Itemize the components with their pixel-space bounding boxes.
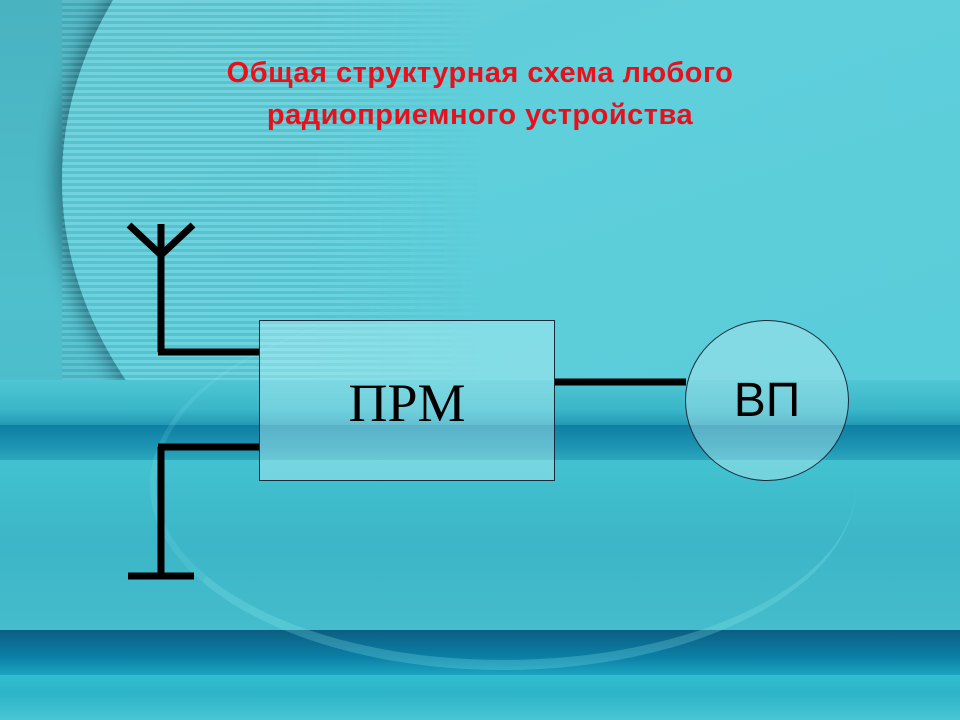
title-line-2: радиоприемного устройства xyxy=(266,99,694,131)
output-device-label: ВП xyxy=(733,374,801,427)
receiver-label: ПРМ xyxy=(348,372,466,433)
output-device-block: ВП xyxy=(685,320,849,481)
ground-icon xyxy=(128,447,194,580)
antenna-icon xyxy=(126,222,196,352)
background-glow xyxy=(150,300,856,670)
title-line-1: Общая структурная схема любого xyxy=(226,57,734,89)
slide-title: Общая структурная схема любого радиоприе… xyxy=(0,52,960,136)
receiver-block: ПРМ xyxy=(259,320,555,481)
background-band xyxy=(0,675,960,720)
